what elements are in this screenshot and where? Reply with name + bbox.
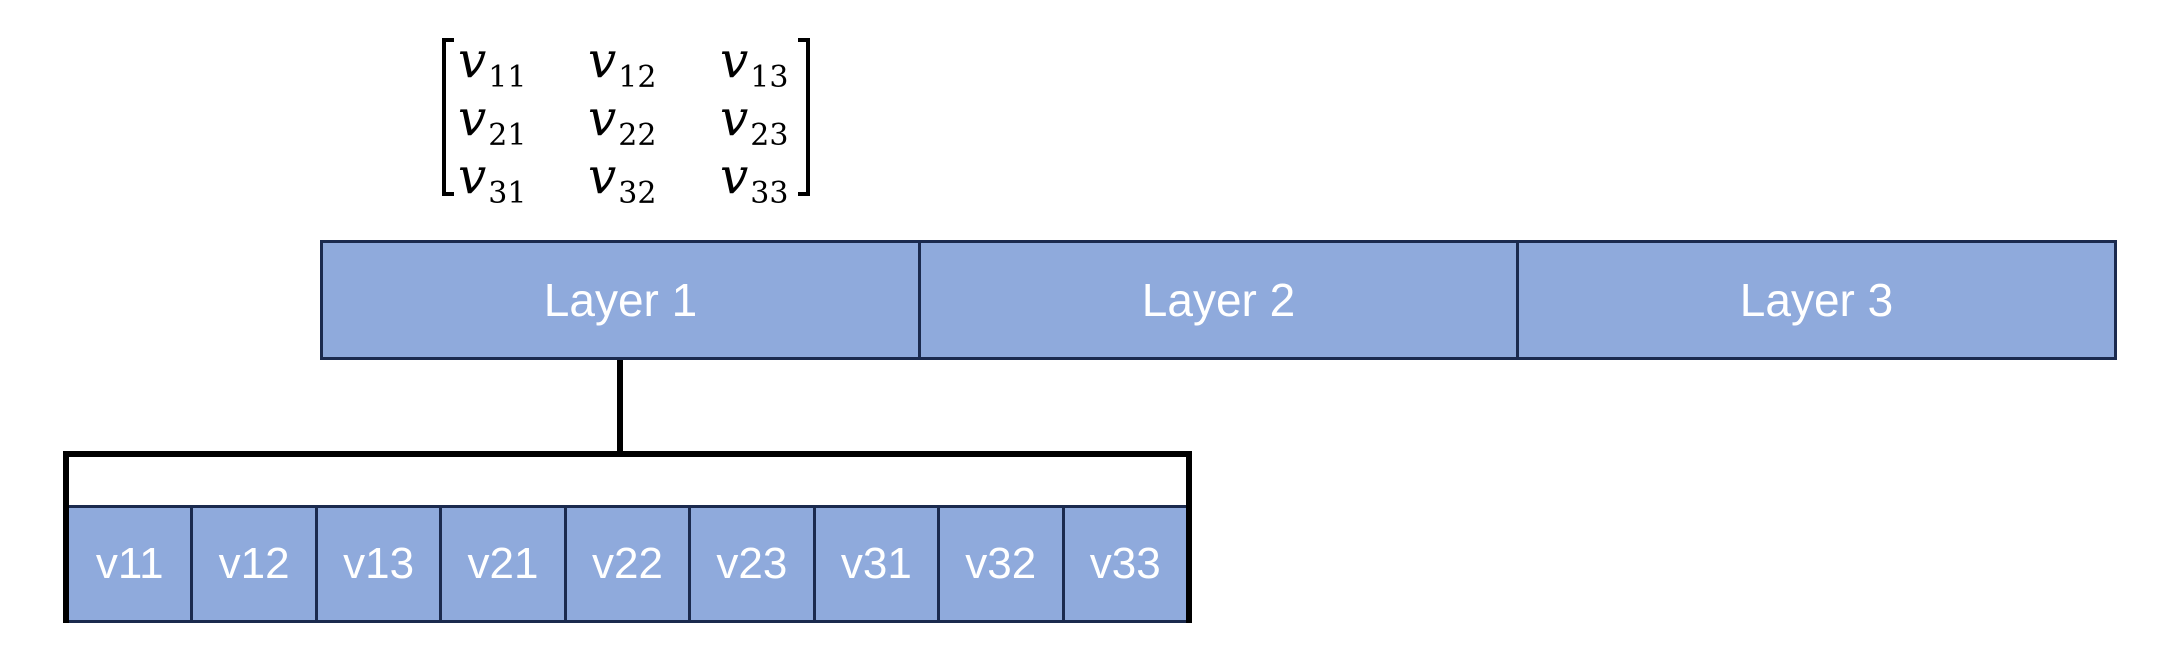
matrix-entry-v31: v31 <box>458 147 527 211</box>
matrix-left-bracket <box>442 38 454 196</box>
matrix-row-1: v11 v12 v13 <box>458 32 798 95</box>
layer-1-connector-line <box>617 360 623 454</box>
flat-cell-v13: v13 <box>314 508 439 620</box>
flat-cell-v31: v31 <box>812 508 937 620</box>
matrix-right-bracket <box>798 38 810 196</box>
matrix-entry-v23: v23 <box>720 89 789 153</box>
flat-cell-v33: v33 <box>1061 508 1186 620</box>
flat-cell-v32: v32 <box>937 508 1061 620</box>
matrix-entry-v11: v11 <box>458 31 527 95</box>
matrix-row-2: v21 v22 v23 <box>458 90 798 153</box>
layer-3-box: Layer 3 <box>1516 243 2114 357</box>
matrix-entry-v22: v22 <box>588 89 657 153</box>
flat-cell-v21: v21 <box>439 508 563 620</box>
matrix-entry-v12: v12 <box>588 31 657 95</box>
matrix-entry-v32: v32 <box>588 147 657 211</box>
flat-cell-v22: v22 <box>563 508 688 620</box>
flat-cell-v11: v11 <box>95 539 164 588</box>
layers-bar: Layer 1 Layer 2 Layer 3 <box>320 240 2117 360</box>
flattened-array: v11 v12 v13 v21 v22 v23 v31 v32 v33 <box>69 505 1186 623</box>
matrix-entry-v13: v13 <box>720 31 789 95</box>
layer-2-box: Layer 2 <box>918 243 1516 357</box>
layer-1-box: Layer 1 <box>543 274 698 326</box>
matrix-row-3: v31 v32 v33 <box>458 148 798 211</box>
flattened-array-bracket: v11 v12 v13 v21 v22 v23 v31 v32 v33 <box>63 451 1192 623</box>
flat-cell-v23: v23 <box>688 508 812 620</box>
matrix-entry-v21: v21 <box>458 89 527 153</box>
matrix: v11 v12 v13 v21 v22 v23 v31 v32 v33 <box>440 32 812 211</box>
flat-cell-v12: v12 <box>190 508 314 620</box>
matrix-entry-v33: v33 <box>720 147 789 211</box>
